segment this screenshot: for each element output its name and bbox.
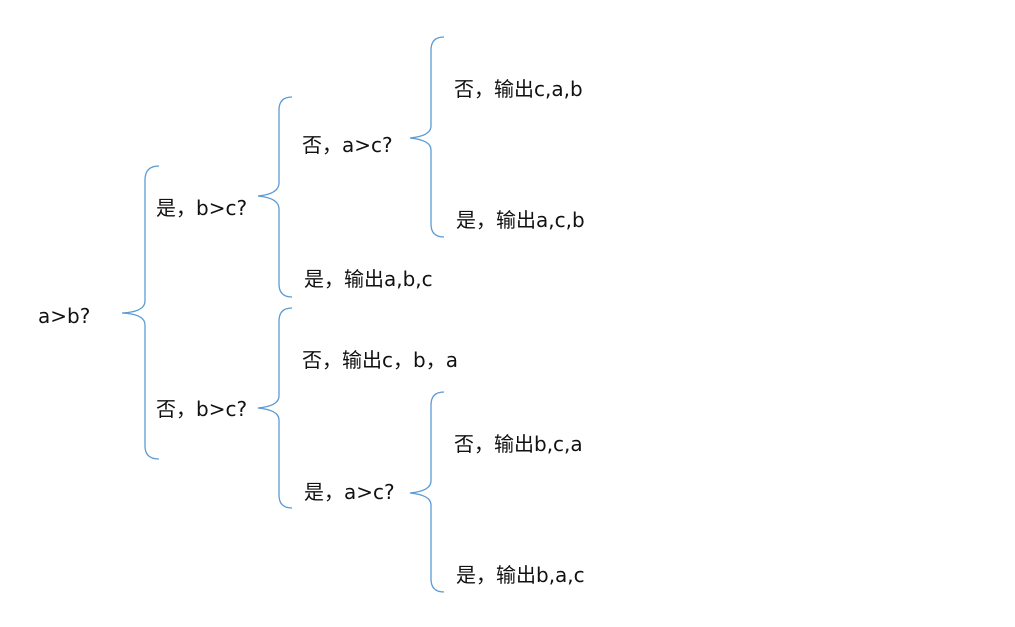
level2-no-no-label: 否，输出c，b，a <box>302 348 458 372</box>
level2-no-yes-label: 是，a>c? <box>304 480 395 504</box>
bracket-level1-no <box>257 307 293 509</box>
level2-yes-yes-label: 是，输出a,b,c <box>304 267 433 291</box>
bracket-level2-lower <box>409 391 445 593</box>
bracket-root <box>121 165 160 460</box>
level1-no-label: 否，b>c? <box>156 397 248 421</box>
bracket-level1-yes <box>257 96 293 298</box>
level1-yes-label: 是，b>c? <box>156 196 248 220</box>
level3-no-yes-yes-label: 是，输出b,a,c <box>456 563 585 587</box>
level3-no-yes-no-label: 否，输出b,c,a <box>454 432 583 456</box>
level2-yes-no-label: 否，a>c? <box>302 133 393 157</box>
level3-yes-no-yes-label: 是，输出a,c,b <box>456 208 585 232</box>
level3-yes-no-no-label: 否，输出c,a,b <box>454 77 583 101</box>
root-question: a>b? <box>38 304 91 328</box>
bracket-level2-upper <box>409 36 445 238</box>
